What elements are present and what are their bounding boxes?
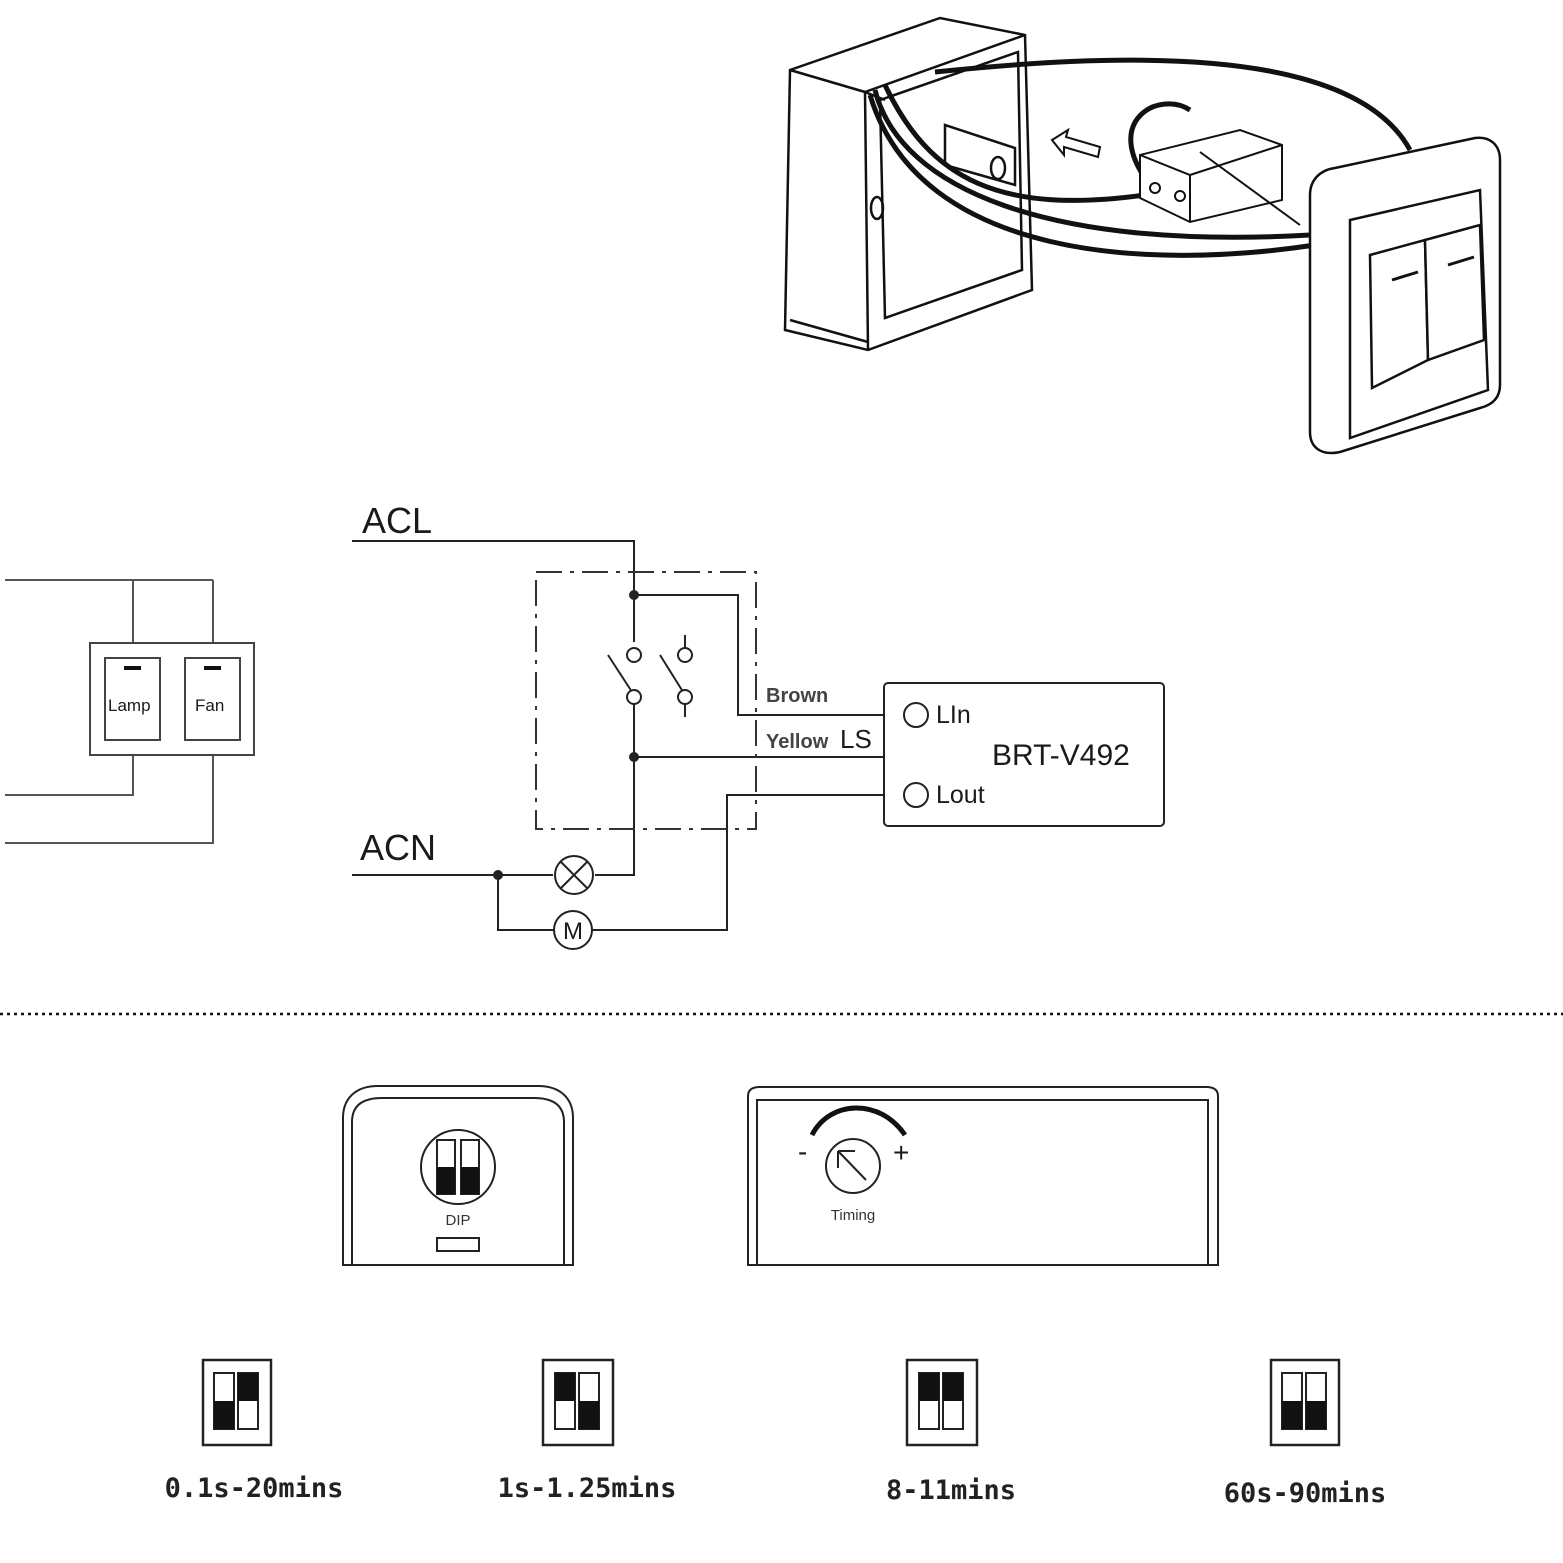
timing-knob-icon	[825, 1138, 881, 1194]
lamp-symbol-icon	[554, 855, 594, 895]
neutral-label: ACN	[360, 827, 436, 868]
sensor-module	[1139, 128, 1301, 226]
dip-setting-3	[905, 1358, 979, 1447]
terminal-in	[903, 702, 929, 728]
motor-label: M	[563, 918, 583, 945]
dip-setting-4	[1269, 1358, 1341, 1447]
dip-setting-2-label: 1s-1.25mins	[498, 1473, 677, 1504]
ls-label: LS	[840, 724, 872, 754]
motor-symbol: M	[553, 910, 593, 950]
dip-setting-1	[201, 1358, 273, 1447]
terminal-in-label: LIn	[936, 701, 971, 729]
wall-switch-illustration	[1308, 136, 1502, 455]
dip-setting-1-label: 0.1s-20mins	[165, 1473, 344, 1504]
dip-label: DIP	[445, 1212, 470, 1229]
lamp-switch-label: Lamp	[108, 696, 151, 715]
timing-plus: +	[893, 1137, 909, 1168]
dip-setting-2	[541, 1358, 615, 1447]
wall-box-illustration	[783, 16, 1034, 352]
line-label: ACL	[362, 500, 432, 541]
brown-wire-label: Brown	[766, 685, 828, 707]
terminal-out-label: Lout	[936, 781, 985, 809]
timing-side-view	[747, 1086, 1219, 1266]
terminal-out	[903, 782, 929, 808]
schematic: ACL ACN	[352, 500, 1165, 950]
connecting-wires	[867, 57, 1413, 258]
fan-switch-label: Fan	[195, 696, 224, 715]
dip-setting-4-label: 60s-90mins	[1224, 1478, 1387, 1509]
arrow-icon	[1050, 127, 1102, 159]
device-box	[883, 682, 1165, 827]
timing-label: Timing	[831, 1207, 875, 1224]
switch-panel: Lamp Fan	[5, 579, 255, 844]
dip-side-view	[342, 1085, 574, 1266]
dip-setting-3-label: 8-11mins	[886, 1475, 1016, 1506]
device-name: BRT-V492	[992, 739, 1130, 772]
yellow-wire-label: Yellow	[766, 731, 829, 753]
timing-minus: -	[798, 1136, 807, 1167]
